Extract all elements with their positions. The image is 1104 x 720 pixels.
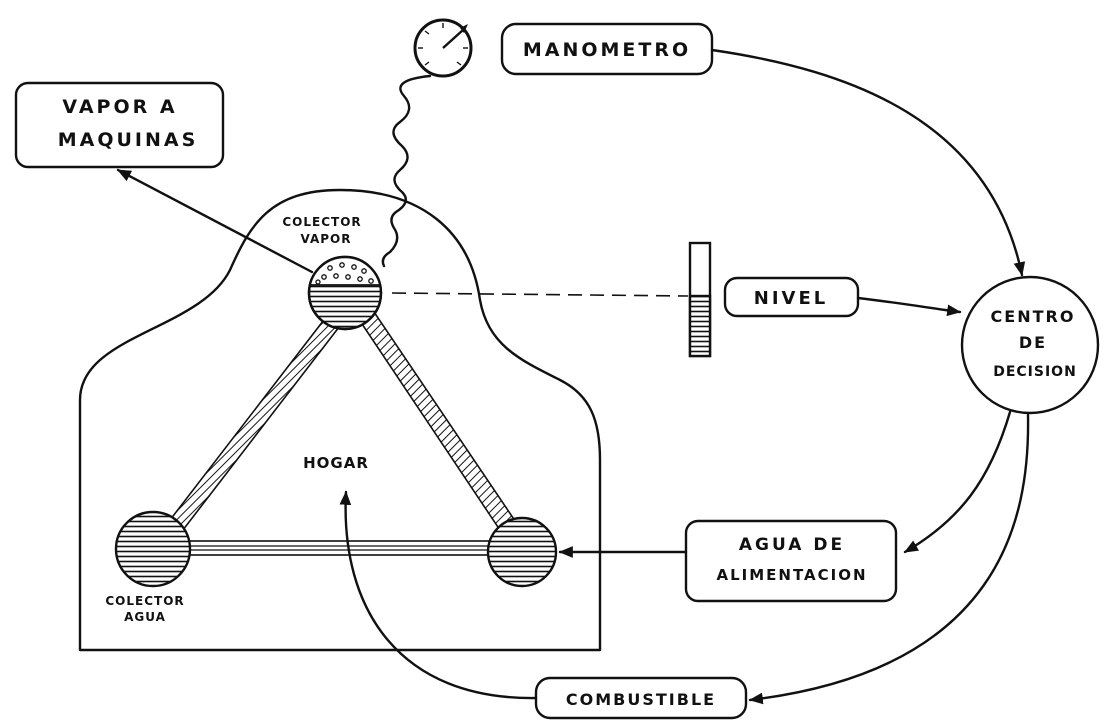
- water-bottom-tube: [149, 540, 521, 556]
- vapor-a-maquinas-label-line1: VAPOR A: [62, 96, 177, 118]
- combustible-label: COMBUSTIBLE: [566, 690, 716, 709]
- colector-agua-label-line2: AGUA: [124, 610, 166, 624]
- water-collector-drum: [114, 510, 192, 588]
- centro-label-line2: DE: [1019, 333, 1047, 352]
- pressure-sensing-line: [381, 74, 432, 268]
- nivel-label: NIVEL: [754, 288, 828, 309]
- colector-agua-label-line1: COLECTOR: [105, 594, 184, 608]
- vapor-a-maquinas-box: [14, 81, 225, 169]
- colector-vapor-label-line2: VAPOR: [301, 232, 352, 246]
- boiler-housing: [78, 188, 602, 652]
- pressure-gauge-icon: [413, 18, 473, 78]
- arrow-manometro-to-centro: [710, 48, 1026, 277]
- agua-de-alimentacion-box: [684, 519, 898, 603]
- vapor-a-maquinas-label-line2: MAQUINAS: [58, 129, 199, 151]
- arrow-nivel-to-centro: [856, 296, 962, 317]
- agua-de-alimentacion-label-line2: ALIMENTACION: [716, 566, 867, 584]
- riser-tube-left: [148, 311, 348, 553]
- agua-de-alimentacion-label-line1: AGUA DE: [739, 535, 845, 555]
- feedwater-drum: [486, 516, 558, 588]
- centro-de-decision-node: [960, 275, 1100, 415]
- manometro-label: MANOMETRO: [523, 39, 691, 61]
- hogar-label: HOGAR: [303, 454, 369, 472]
- level-gauge: [688, 241, 712, 358]
- centro-label-line1: CENTRO: [991, 307, 1076, 326]
- colector-vapor-label-line1: COLECTOR: [282, 215, 361, 229]
- level-dashed-line: [391, 292, 689, 297]
- arrow-centro-to-combustible: [748, 413, 1030, 705]
- steam-collector-drum: [307, 255, 383, 331]
- arrow-steam-to-vapor-box: [116, 168, 314, 274]
- centro-label-line3: DECISION: [993, 364, 1077, 380]
- arrow-combustible-to-hogar: [339, 490, 538, 700]
- arrow-centro-to-agua: [903, 410, 1012, 554]
- riser-tube-right: [356, 311, 530, 550]
